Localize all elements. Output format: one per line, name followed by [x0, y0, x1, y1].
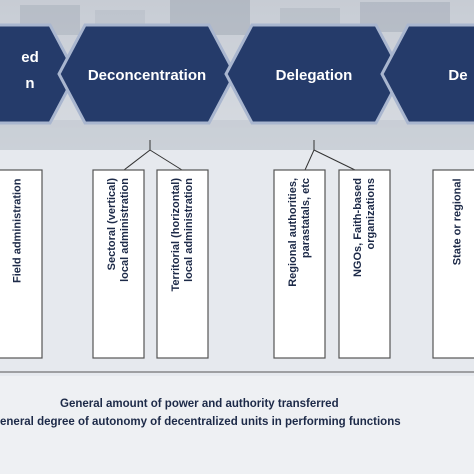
box-territorial-local-administration [156, 169, 209, 359]
box-regional-authorities-label-line: parastatals, etc [299, 178, 312, 259]
box-field-administration-label: Field administration [12, 178, 25, 328]
box-regional-authorities-label: Regional authorities,parastatals, etc [287, 178, 313, 328]
hexagon-delegation-label: Delegation [276, 67, 353, 84]
footer-line-autonomy: eneral degree of autonomy of decentraliz… [0, 416, 401, 428]
box-field-administration-label-line: Field administration [11, 178, 24, 283]
hexagon-partial-left-label-line2: n [25, 75, 34, 92]
connector-delegation-right [313, 149, 356, 171]
sub-panel [0, 150, 474, 376]
box-field-administration [0, 169, 43, 359]
hexagon-deconcentration-label: Deconcentration [88, 67, 206, 84]
box-sectoral-local-administration-label: Sectoral (vertical)local administration [106, 178, 132, 328]
hexagon-partial-right [380, 23, 474, 125]
box-territorial-local-administration-label: Territorial (horizontal)local administra… [170, 178, 196, 328]
footer-line-power: General amount of power and authority tr… [60, 398, 339, 410]
footer-panel [0, 376, 474, 474]
box-sectoral-local-administration [92, 169, 145, 359]
box-regional-authorities-label-line: Regional authorities, [286, 178, 299, 287]
box-sectoral-local-administration-label-line: Sectoral (vertical) [105, 178, 118, 271]
box-ngos-faith-based-label-line: organizations [364, 178, 377, 250]
box-territorial-local-administration-label-line: local administration [182, 178, 195, 282]
hexagon-partial-right-label: De [448, 67, 467, 84]
box-state-or-regional-label: State or regional [452, 178, 465, 328]
box-ngos-faith-based [338, 169, 391, 359]
box-territorial-local-administration-label-line: Territorial (horizontal) [169, 178, 182, 292]
connectors [123, 140, 356, 171]
connector-deconcentration-right [149, 149, 183, 171]
box-state-or-regional [432, 169, 474, 359]
box-ngos-faith-based-label-line: NGOs, Faith-based [351, 178, 364, 278]
box-regional-authorities [273, 169, 326, 359]
box-state-or-regional-label-line: State or regional [451, 178, 464, 265]
box-sectoral-local-administration-label-line: local administration [118, 178, 131, 282]
hexagon-partial-left-label-line1: ed [21, 49, 39, 66]
